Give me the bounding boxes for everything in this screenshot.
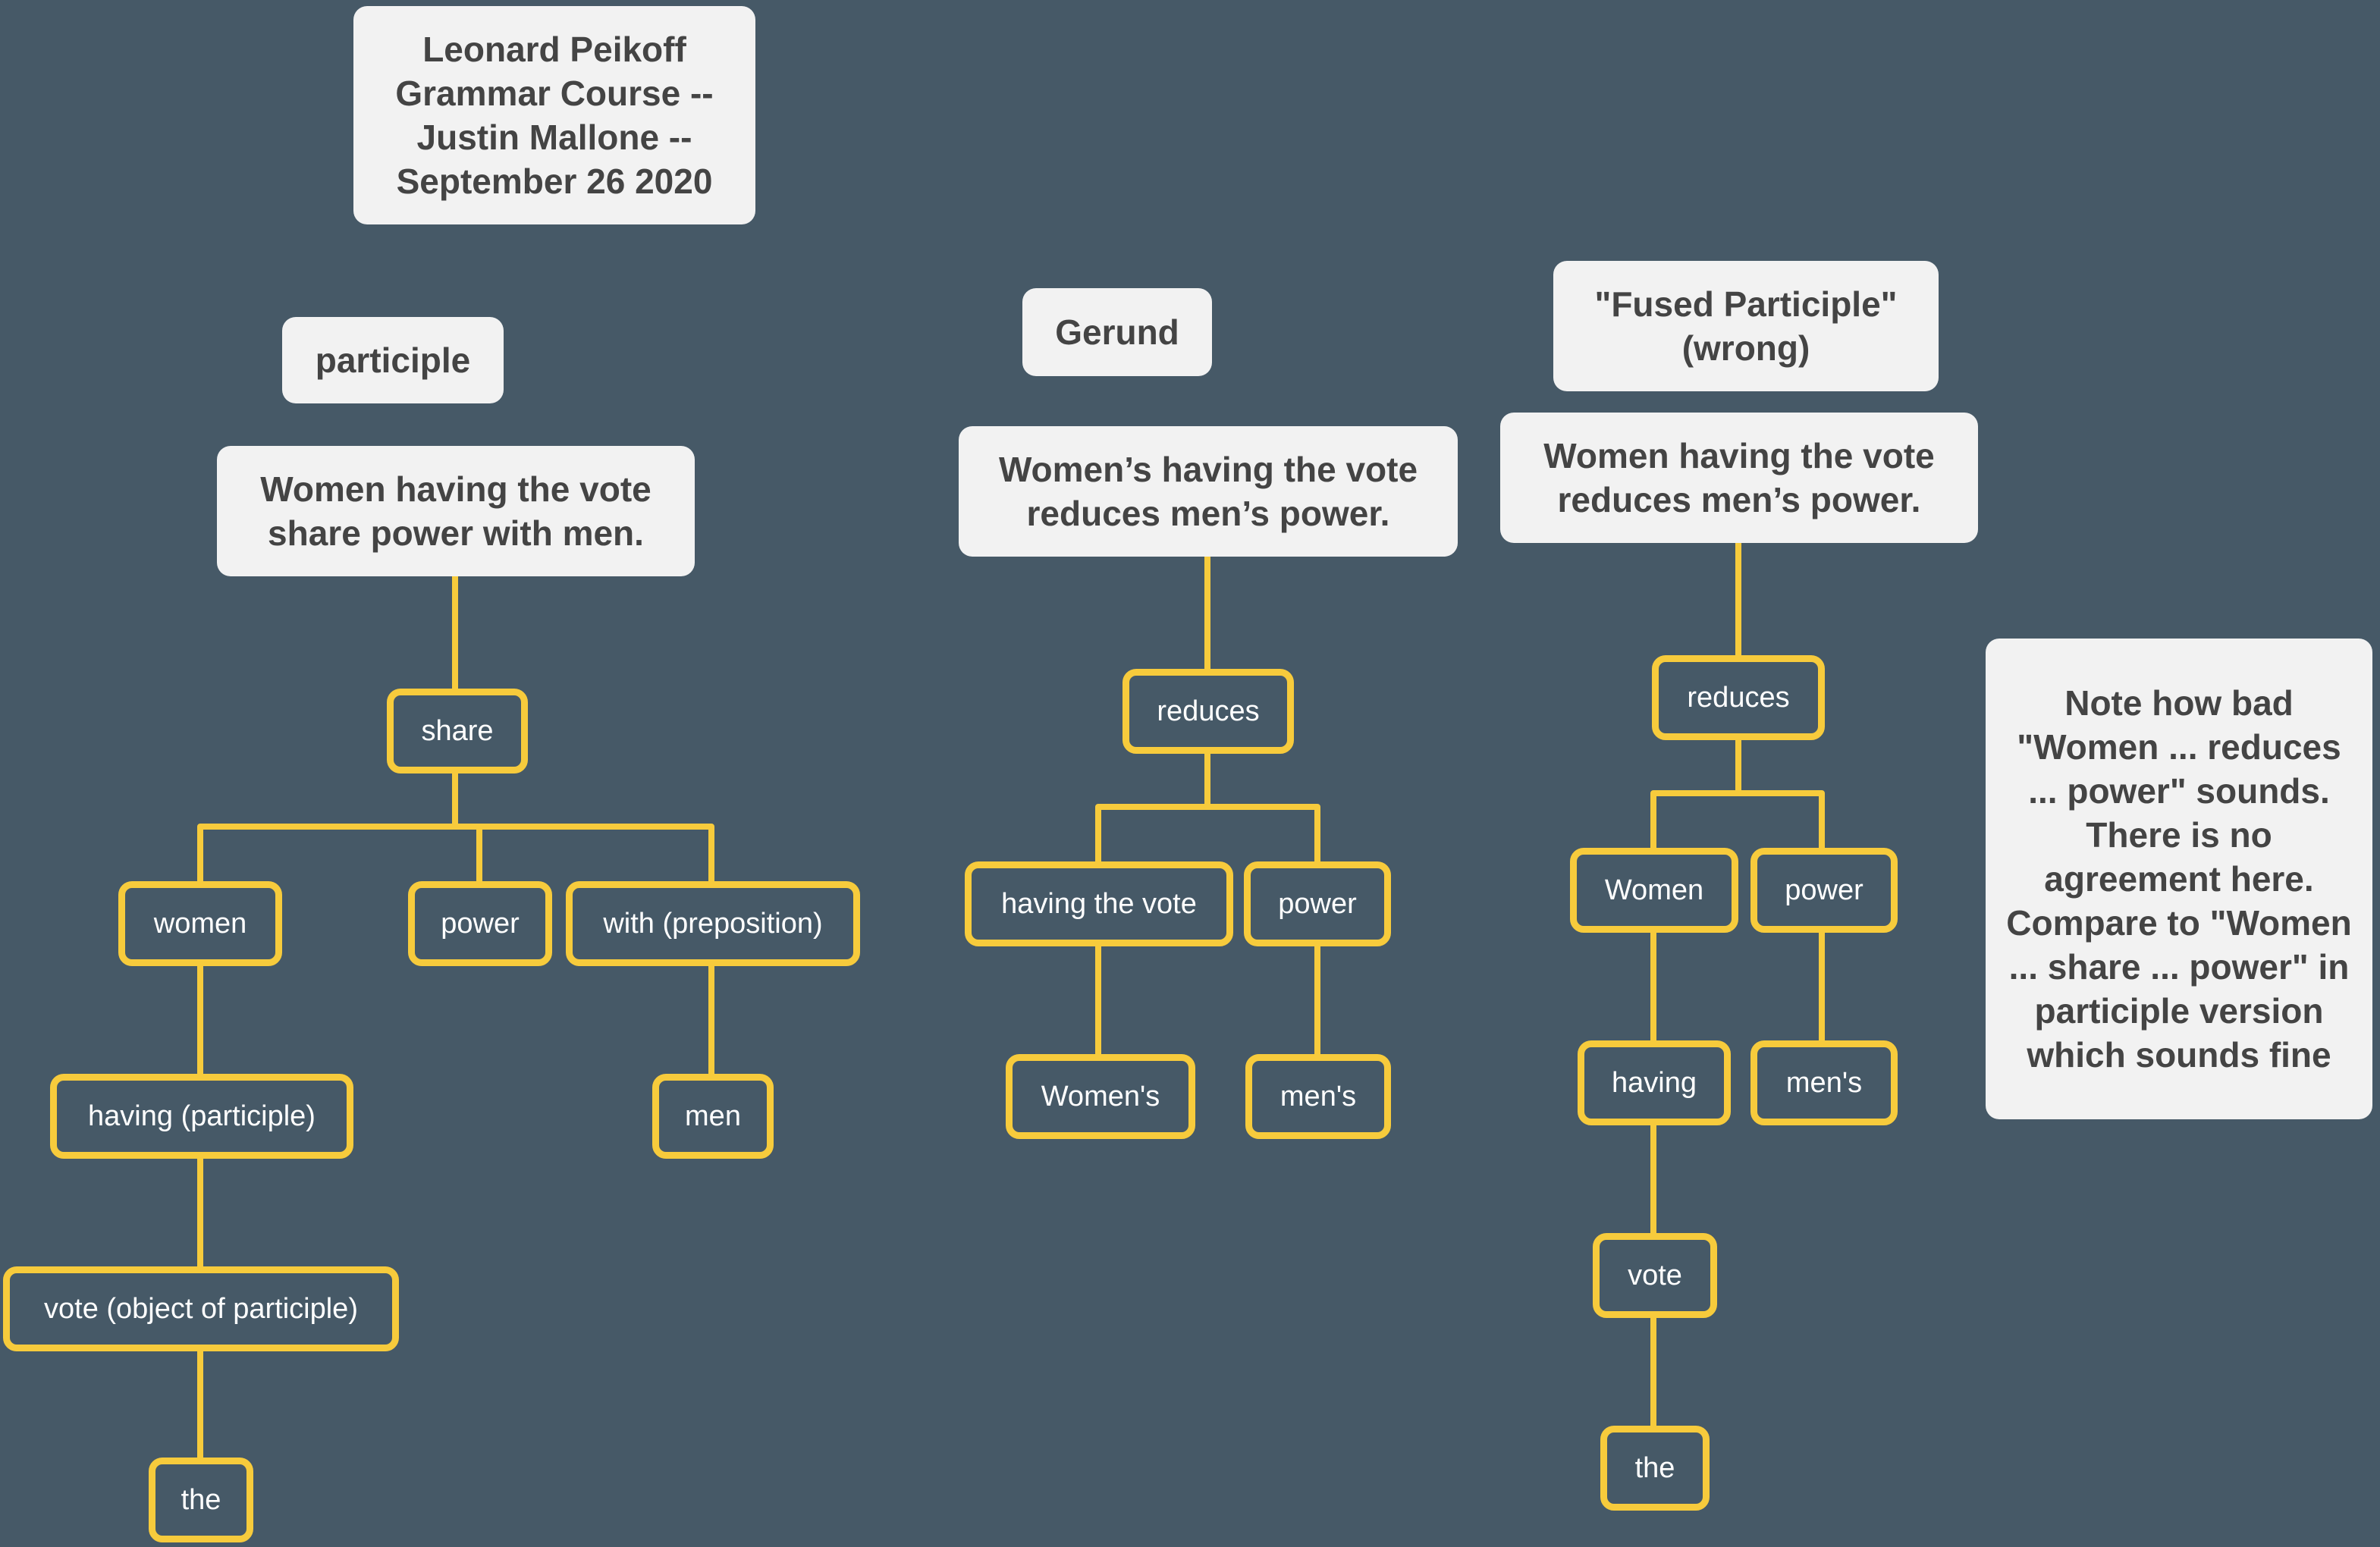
node-vote-object: vote (object of participle): [3, 1266, 399, 1351]
node-reduces-gerund: reduces: [1122, 669, 1294, 754]
title-note: Leonard Peikoff Grammar Course -- Justin…: [353, 6, 755, 224]
node-power-fused: power: [1750, 848, 1898, 933]
node-power-gerund: power: [1244, 861, 1391, 946]
node-women: women: [118, 881, 282, 966]
node-women-fused: Women: [1570, 848, 1738, 933]
node-power: power: [408, 881, 552, 966]
participle-sentence: Women having the vote share power with m…: [217, 446, 695, 576]
participle-heading: participle: [282, 317, 504, 403]
node-womens: Women's: [1006, 1054, 1195, 1139]
node-having-participle: having (participle): [50, 1074, 353, 1159]
connector-share-women: [197, 767, 458, 885]
node-mens-fused: men's: [1750, 1040, 1898, 1125]
node-mens-gerund: men's: [1245, 1054, 1391, 1139]
connector-reduces-power-fused: [1735, 790, 1825, 852]
node-having-fused: having: [1578, 1040, 1731, 1125]
fused-participle-sentence: Women having the vote reduces men’s powe…: [1500, 413, 1978, 543]
gerund-sentence: Women’s having the vote reduces men’s po…: [959, 426, 1458, 557]
node-the: the: [149, 1458, 253, 1542]
node-having-the-vote: having the vote: [965, 861, 1233, 946]
fused-participle-heading: "Fused Participle" (wrong): [1553, 261, 1939, 391]
node-share: share: [387, 689, 528, 774]
node-with-preposition: with (preposition): [566, 881, 860, 966]
node-reduces-fused: reduces: [1652, 655, 1825, 740]
comparison-note: Note how bad "Women ... reduces ... powe…: [1986, 639, 2372, 1119]
connector-reduces-women-fused: [1650, 734, 1741, 852]
connector-reduces-having-the-vote: [1095, 748, 1210, 866]
connector-reduces-power-gerund: [1204, 804, 1320, 866]
gerund-heading: Gerund: [1022, 288, 1212, 376]
node-vote-fused: vote: [1593, 1233, 1717, 1318]
node-men: men: [652, 1074, 774, 1159]
node-the-fused: the: [1600, 1426, 1710, 1511]
connector-share-with: [452, 824, 714, 885]
connector-share-power: [452, 824, 482, 885]
